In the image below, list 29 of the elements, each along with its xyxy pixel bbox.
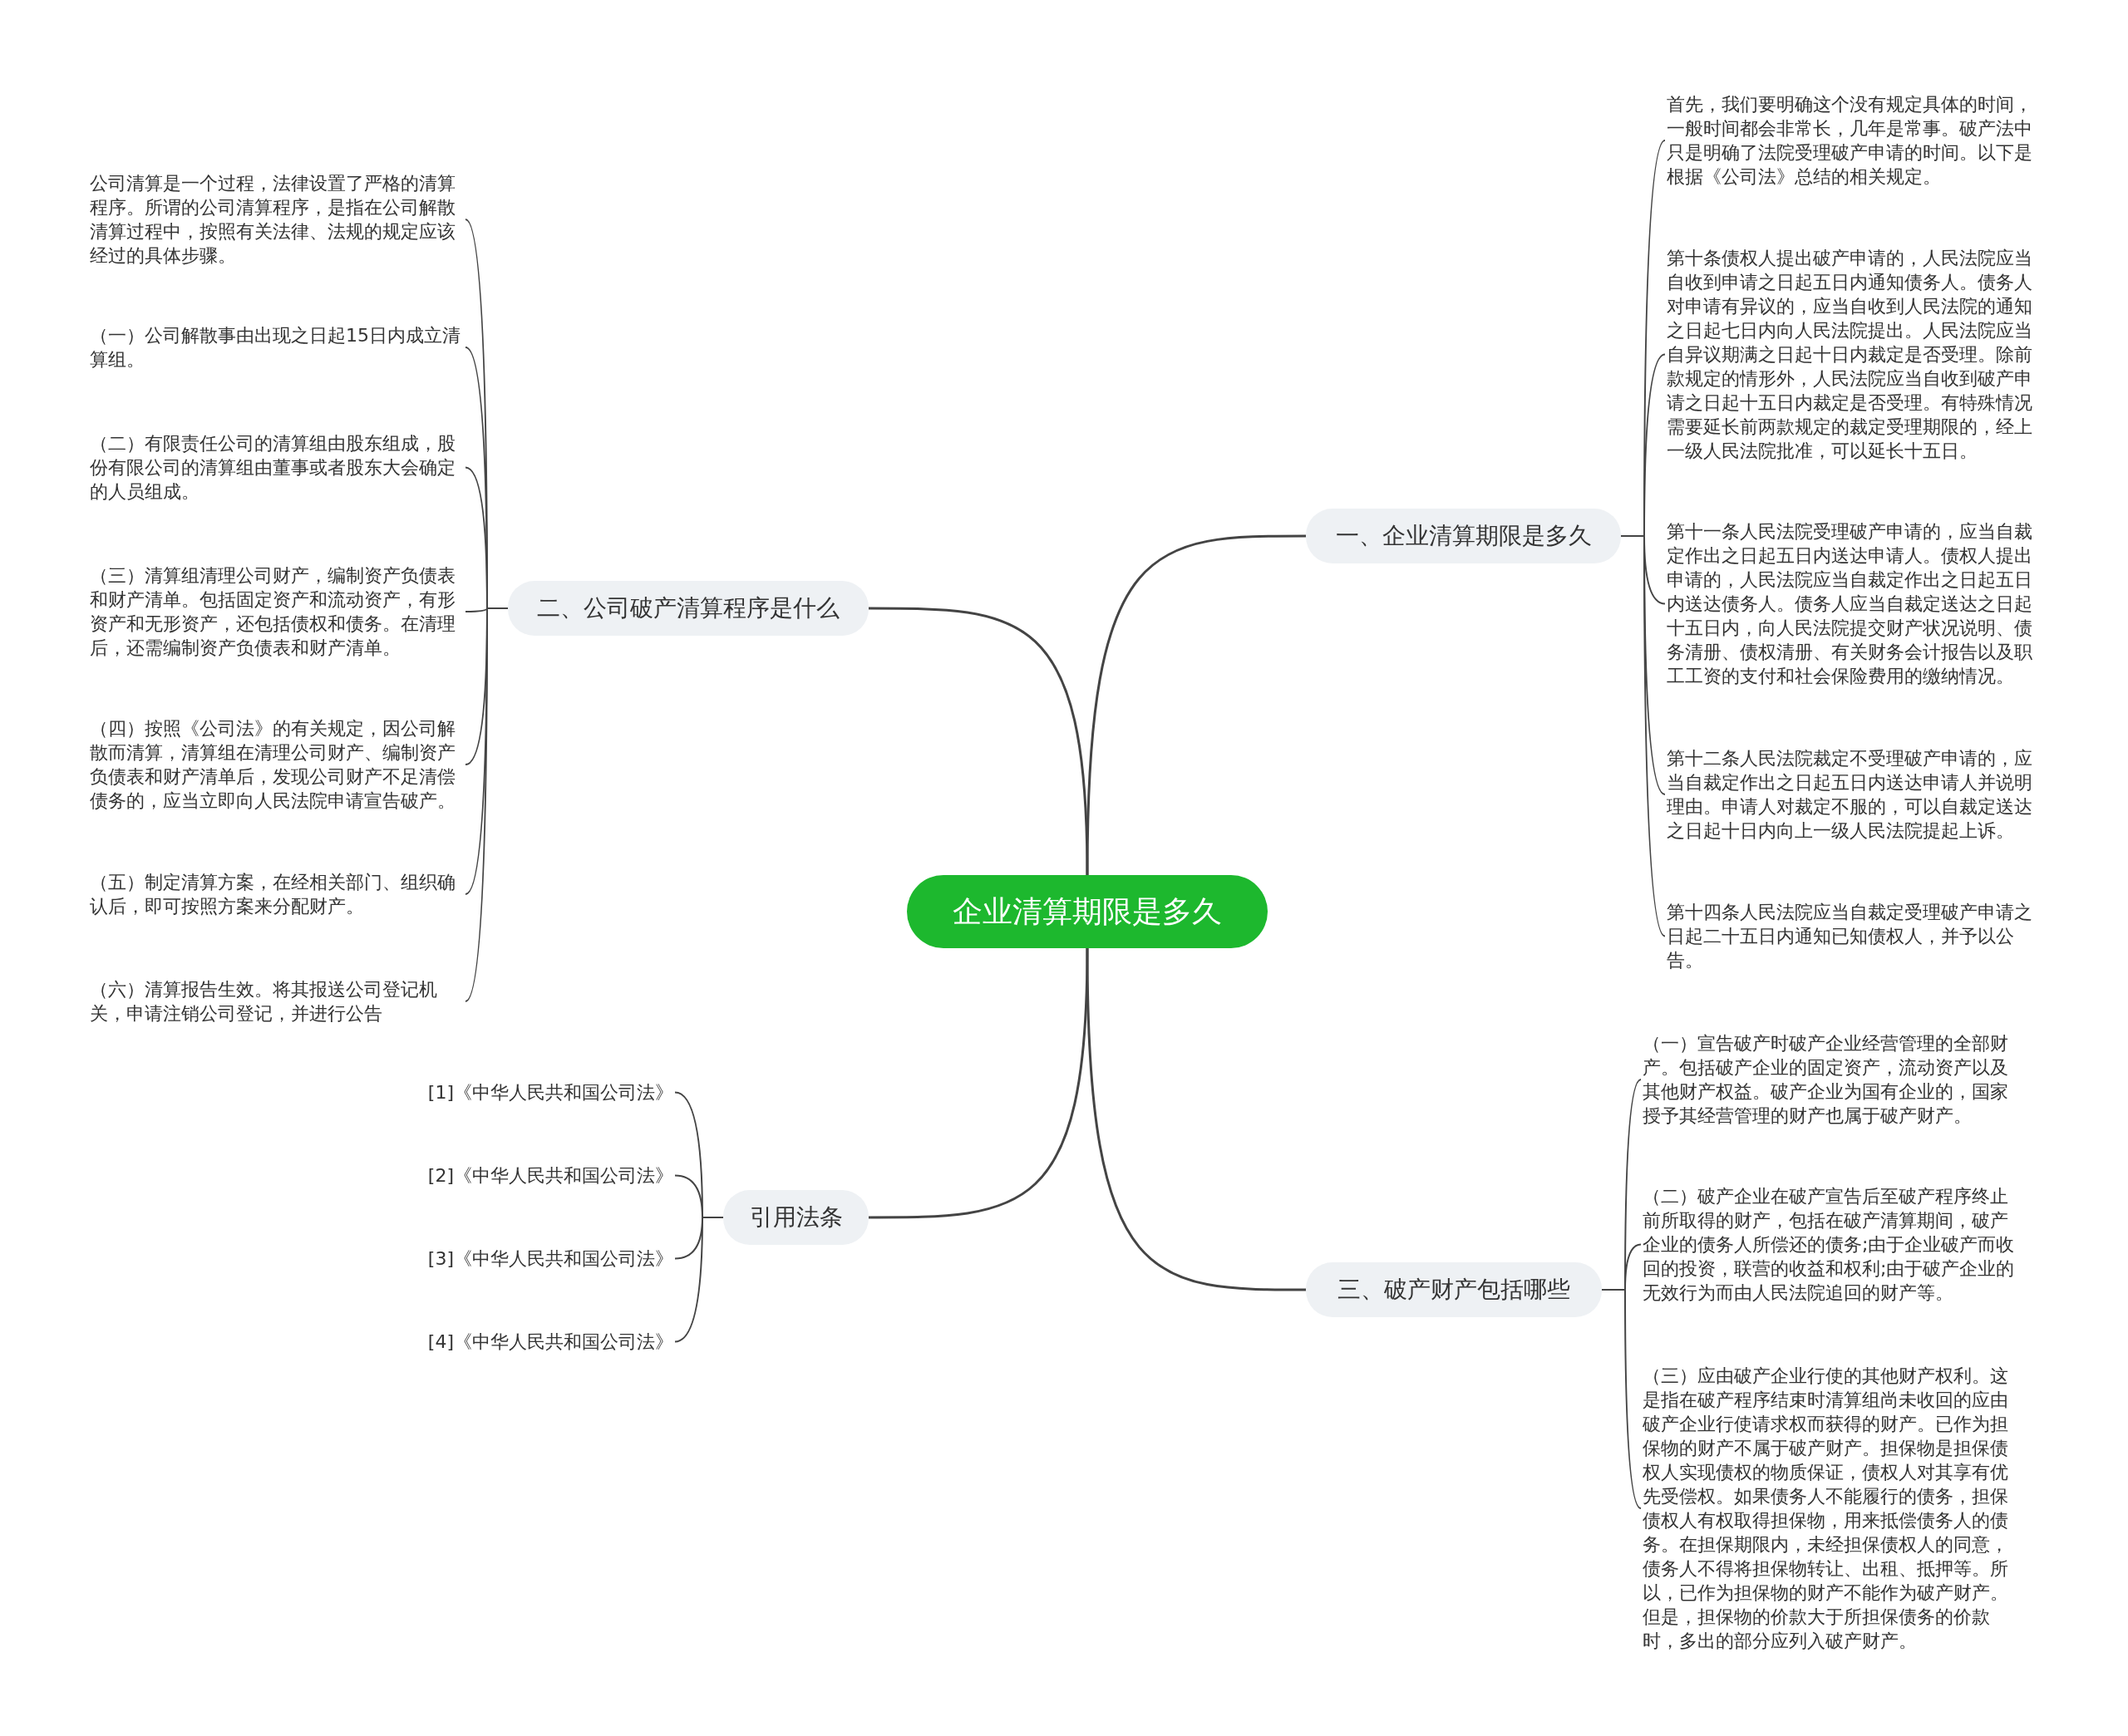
note-text: （三）清算组清理公司财产，编制资产负债表和财产清单。包括固定资产和流动资产，有形资产和无形资产，还包括债权和债务。在清理后，还需编制资产负债表和财产清单。 xyxy=(90,563,464,660)
note-text: （一）公司解散事由出现之日起15日内成立清算组。 xyxy=(90,323,464,371)
note-text: 首先，我们要明确这个没有规定具体的时间，一般时间都会非常长，几年是常事。破产法中只是明确了法院受理破产申请的时间。以下是根据《公司法》总结的相关规定。 xyxy=(1667,92,2041,189)
reference-text: [2]《中华人民共和国公司法》 xyxy=(399,1163,673,1188)
reference-text: [4]《中华人民共和国公司法》 xyxy=(399,1330,673,1354)
branch-line xyxy=(1601,1289,1642,1509)
reference-text: [1]《中华人民共和国公司法》 xyxy=(399,1080,673,1104)
note-text: （二）有限责任公司的清算组由股东组成，股份有限公司的清算组由董事或者股东大会确定的人员组成。 xyxy=(90,431,464,504)
branch-line xyxy=(869,607,1089,876)
note-text: （六）清算报告生效。将其报送公司登记机关，申请注销公司登记，并进行公告 xyxy=(90,977,464,1025)
topic-box: 一、企业清算期限是多久 xyxy=(1306,509,1621,563)
reference-text: [3]《中华人民共和国公司法》 xyxy=(399,1247,673,1271)
note-text: 第十四条人民法院应当自裁定受理破产申请之日起二十五日内通知已知债权人，并予以公告。 xyxy=(1667,900,2041,972)
branch-line xyxy=(869,947,1089,1219)
branch-line xyxy=(674,1217,724,1343)
note-text: 公司清算是一个过程，法律设置了严格的清算程序。所谓的公司清算程序，是指在公司解散清算过程中，按照有关法律、法规的规定应该经过的具体步骤。 xyxy=(90,171,464,268)
note-text: 第十一条人民法院受理破产申请的，应当自裁定作出之日起五日内送达申请人。债权人提出申请的，人民法院应当自裁定作出之日起五日内送达债务人。债务人应当自裁定送达之日起十五日内，向人民法院提交财产状况说明、债务清册、债权清册、有关财务会计报告以及职工工资的支付和社会保险费用的缴纳情况。 xyxy=(1667,519,2041,688)
note-text: （四）按照《公司法》的有关规定，因公司解散而清算，清算组在清理公司财产、编制资产负债表和财产清单后，发现公司财产不足清偿债务的，应当立即向人民法院申请宣告破产。 xyxy=(90,716,464,813)
note-text: （三）应由破产企业行使的其他财产权利。这是指在破产程序结束时清算组尚未收回的应由破产企业行使请求权而获得的财产。已作为担保物的财产不属于破产财产。担保物是担保债权人实现债权的物质保证，债权人对其享有优先受偿权。如果债务人不能履行的债务，担保债权人有权取得担保物，用来抵偿债务人的债务。在担保期限内，未经担保债权人的同意，债务人不得将担保物转让、出租、抵押等。所以，已作为担保物的财产不能作为破产财产。但是，担保物的价款大于所担保债务的价款时，多出的部分应列入破产财产。 xyxy=(1643,1364,2017,1653)
topic-box: 三、破产财产包括哪些 xyxy=(1306,1262,1602,1317)
note-text: 第十二条人民法院裁定不受理破产申请的，应当自裁定作出之日起五日内送达申请人并说明理由。申请人对裁定不服的，可以自裁定送达之日起十日内向上一级人民法院提起上诉。 xyxy=(1667,746,2041,843)
note-text: （一）宣告破产时破产企业经营管理的全部财产。包括破产企业的固定资产，流动资产以及其他财产权益。破产企业为国有企业的，国家授予其经营管理的财产也属于破产财产。 xyxy=(1643,1031,2017,1128)
topic-box: 引用法条 xyxy=(723,1190,869,1245)
note-text: （五）制定清算方案，在经相关部门、组织确认后，即可按照方案来分配财产。 xyxy=(90,870,464,918)
note-text: （二）破产企业在破产宣告后至破产程序终止前所取得的财产，包括在破产清算期间，破产企业的债务人所偿还的债务;由于企业破产而收回的投资，联营的收益和权利;由于破产企业的无效行为而由人民法院追回的财产等。 xyxy=(1643,1184,2017,1305)
topic-box: 二、公司破产清算程序是什么 xyxy=(508,581,869,636)
branch-line xyxy=(1086,947,1306,1291)
central-topic: 企业清算期限是多久 xyxy=(907,875,1268,948)
note-text: 第十条债权人提出破产申请的，人民法院应当自收到申请之日起五日内通知债务人。债务人对申请有异议的，应当自收到人民法院的通知之日起七日内向人民法院提出。人民法院应当自异议期满之日起十日内裁定是否受理。除前款规定的情形外，人民法院应当自收到破产申请之日起十五日内裁定是否受理。有特殊情况需要延长前两款规定的裁定受理期限的，经上一级人民法院批准，可以延长十五日。 xyxy=(1667,246,2041,463)
